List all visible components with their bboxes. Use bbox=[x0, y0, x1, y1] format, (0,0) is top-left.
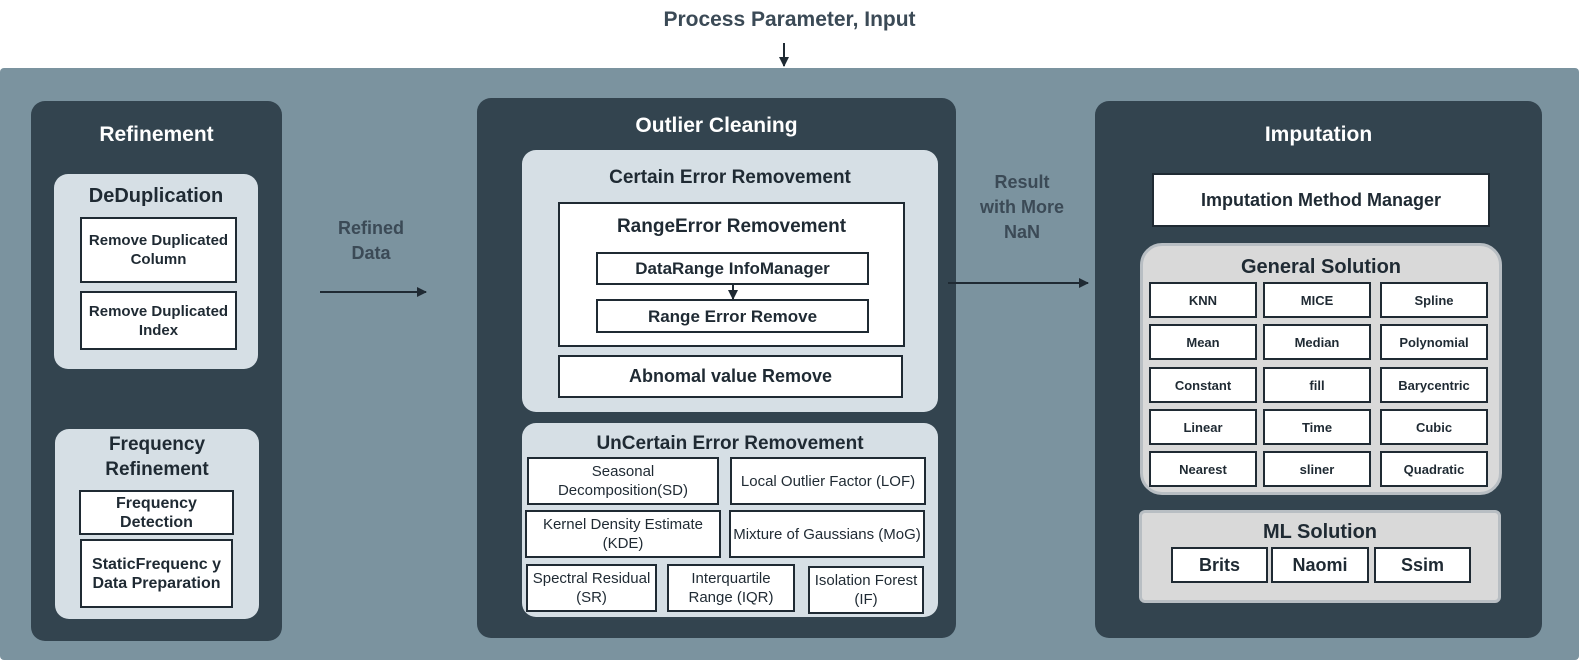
method-sd-box: Seasonal Decomposition(SD) bbox=[527, 457, 719, 505]
general-method-median: Median bbox=[1263, 324, 1371, 360]
certain-error-group: Certain Error Removement RangeError Remo… bbox=[522, 150, 938, 412]
method-mog-box: Mixture of Gaussians (MoG) bbox=[729, 510, 925, 558]
range-error-remove-box: Range Error Remove bbox=[596, 299, 869, 333]
general-method-polynomial: Polynomial bbox=[1380, 324, 1488, 360]
refinement-panel: Refinement DeDuplication Remove Duplicat… bbox=[31, 101, 282, 641]
ml-method-brits: Brits bbox=[1171, 547, 1268, 583]
datarange-infomanager-box: DataRange InfoManager bbox=[596, 252, 869, 285]
general-method-sliner: sliner bbox=[1263, 451, 1371, 487]
uncertain-error-group: UnCertain Error Removement Seasonal Deco… bbox=[522, 423, 938, 617]
refined-data-label: Refined Data bbox=[337, 218, 404, 263]
general-method-cubic: Cubic bbox=[1380, 409, 1488, 445]
imputation-panel: Imputation Imputation Method Manager Gen… bbox=[1095, 101, 1542, 638]
general-method-mean: Mean bbox=[1149, 324, 1257, 360]
method-lof-box: Local Outlier Factor (LOF) bbox=[730, 457, 926, 505]
certain-error-title: Certain Error Removement bbox=[609, 167, 851, 188]
imputation-method-manager-box: Imputation Method Manager bbox=[1152, 173, 1490, 227]
remove-duplicated-index-box: Remove Duplicated Index bbox=[80, 291, 237, 350]
general-solution-title: General Solution bbox=[1240, 256, 1402, 278]
general-method-mice: MICE bbox=[1263, 282, 1371, 318]
method-iqr-box: Interquartile Range (IQR) bbox=[667, 564, 795, 612]
method-kde-box: Kernel Density Estimate (KDE) bbox=[525, 510, 721, 558]
result-more-nan-label: Result with More NaN bbox=[980, 172, 1064, 242]
general-method-knn: KNN bbox=[1149, 282, 1257, 318]
general-method-linear: Linear bbox=[1149, 409, 1257, 445]
outlier-cleaning-panel: Outlier Cleaning Certain Error Removemen… bbox=[477, 98, 956, 638]
range-error-title: RangeError Removement bbox=[616, 216, 847, 237]
static-frequency-preparation-box: StaticFrequenc y Data Preparation bbox=[80, 539, 233, 608]
general-method-spline: Spline bbox=[1380, 282, 1488, 318]
general-method-constant: Constant bbox=[1149, 367, 1257, 403]
abnormal-value-remove-box: Abnomal value Remove bbox=[558, 355, 903, 398]
process-input-label: Process Parameter, Input bbox=[663, 8, 916, 31]
ml-method-naomi: Naomi bbox=[1271, 547, 1369, 583]
general-method-nearest: Nearest bbox=[1149, 451, 1257, 487]
refinement-title: Refinement bbox=[99, 123, 214, 146]
deduplication-title: DeDuplication bbox=[88, 185, 224, 207]
uncertain-error-title: UnCertain Error Removement bbox=[596, 433, 864, 454]
method-sr-box: Spectral Residual (SR) bbox=[526, 564, 657, 612]
ml-solution-group: ML Solution Brits Naomi Ssim bbox=[1139, 510, 1501, 603]
remove-duplicated-column-box: Remove Duplicated Column bbox=[80, 217, 237, 283]
general-method-quadratic: Quadratic bbox=[1380, 451, 1488, 487]
deduplication-group: DeDuplication Remove Duplicated Column R… bbox=[54, 174, 258, 369]
general-method-time: Time bbox=[1263, 409, 1371, 445]
ml-solution-title: ML Solution bbox=[1262, 521, 1378, 543]
general-method-fill: fill bbox=[1263, 367, 1371, 403]
method-if-box: Isolation Forest (IF) bbox=[808, 566, 924, 614]
general-method-barycentric: Barycentric bbox=[1380, 367, 1488, 403]
ml-method-ssim: Ssim bbox=[1374, 547, 1471, 583]
frequency-refinement-group: Frequency Refinement Frequency Detection… bbox=[55, 429, 259, 619]
outlier-cleaning-title: Outlier Cleaning bbox=[635, 114, 798, 137]
range-error-box: RangeError Removement DataRange InfoMana… bbox=[558, 202, 905, 347]
frequency-detection-box: Frequency Detection bbox=[79, 490, 234, 535]
imputation-title: Imputation bbox=[1264, 123, 1373, 146]
frequency-refinement-title: Frequency Refinement bbox=[105, 434, 209, 480]
